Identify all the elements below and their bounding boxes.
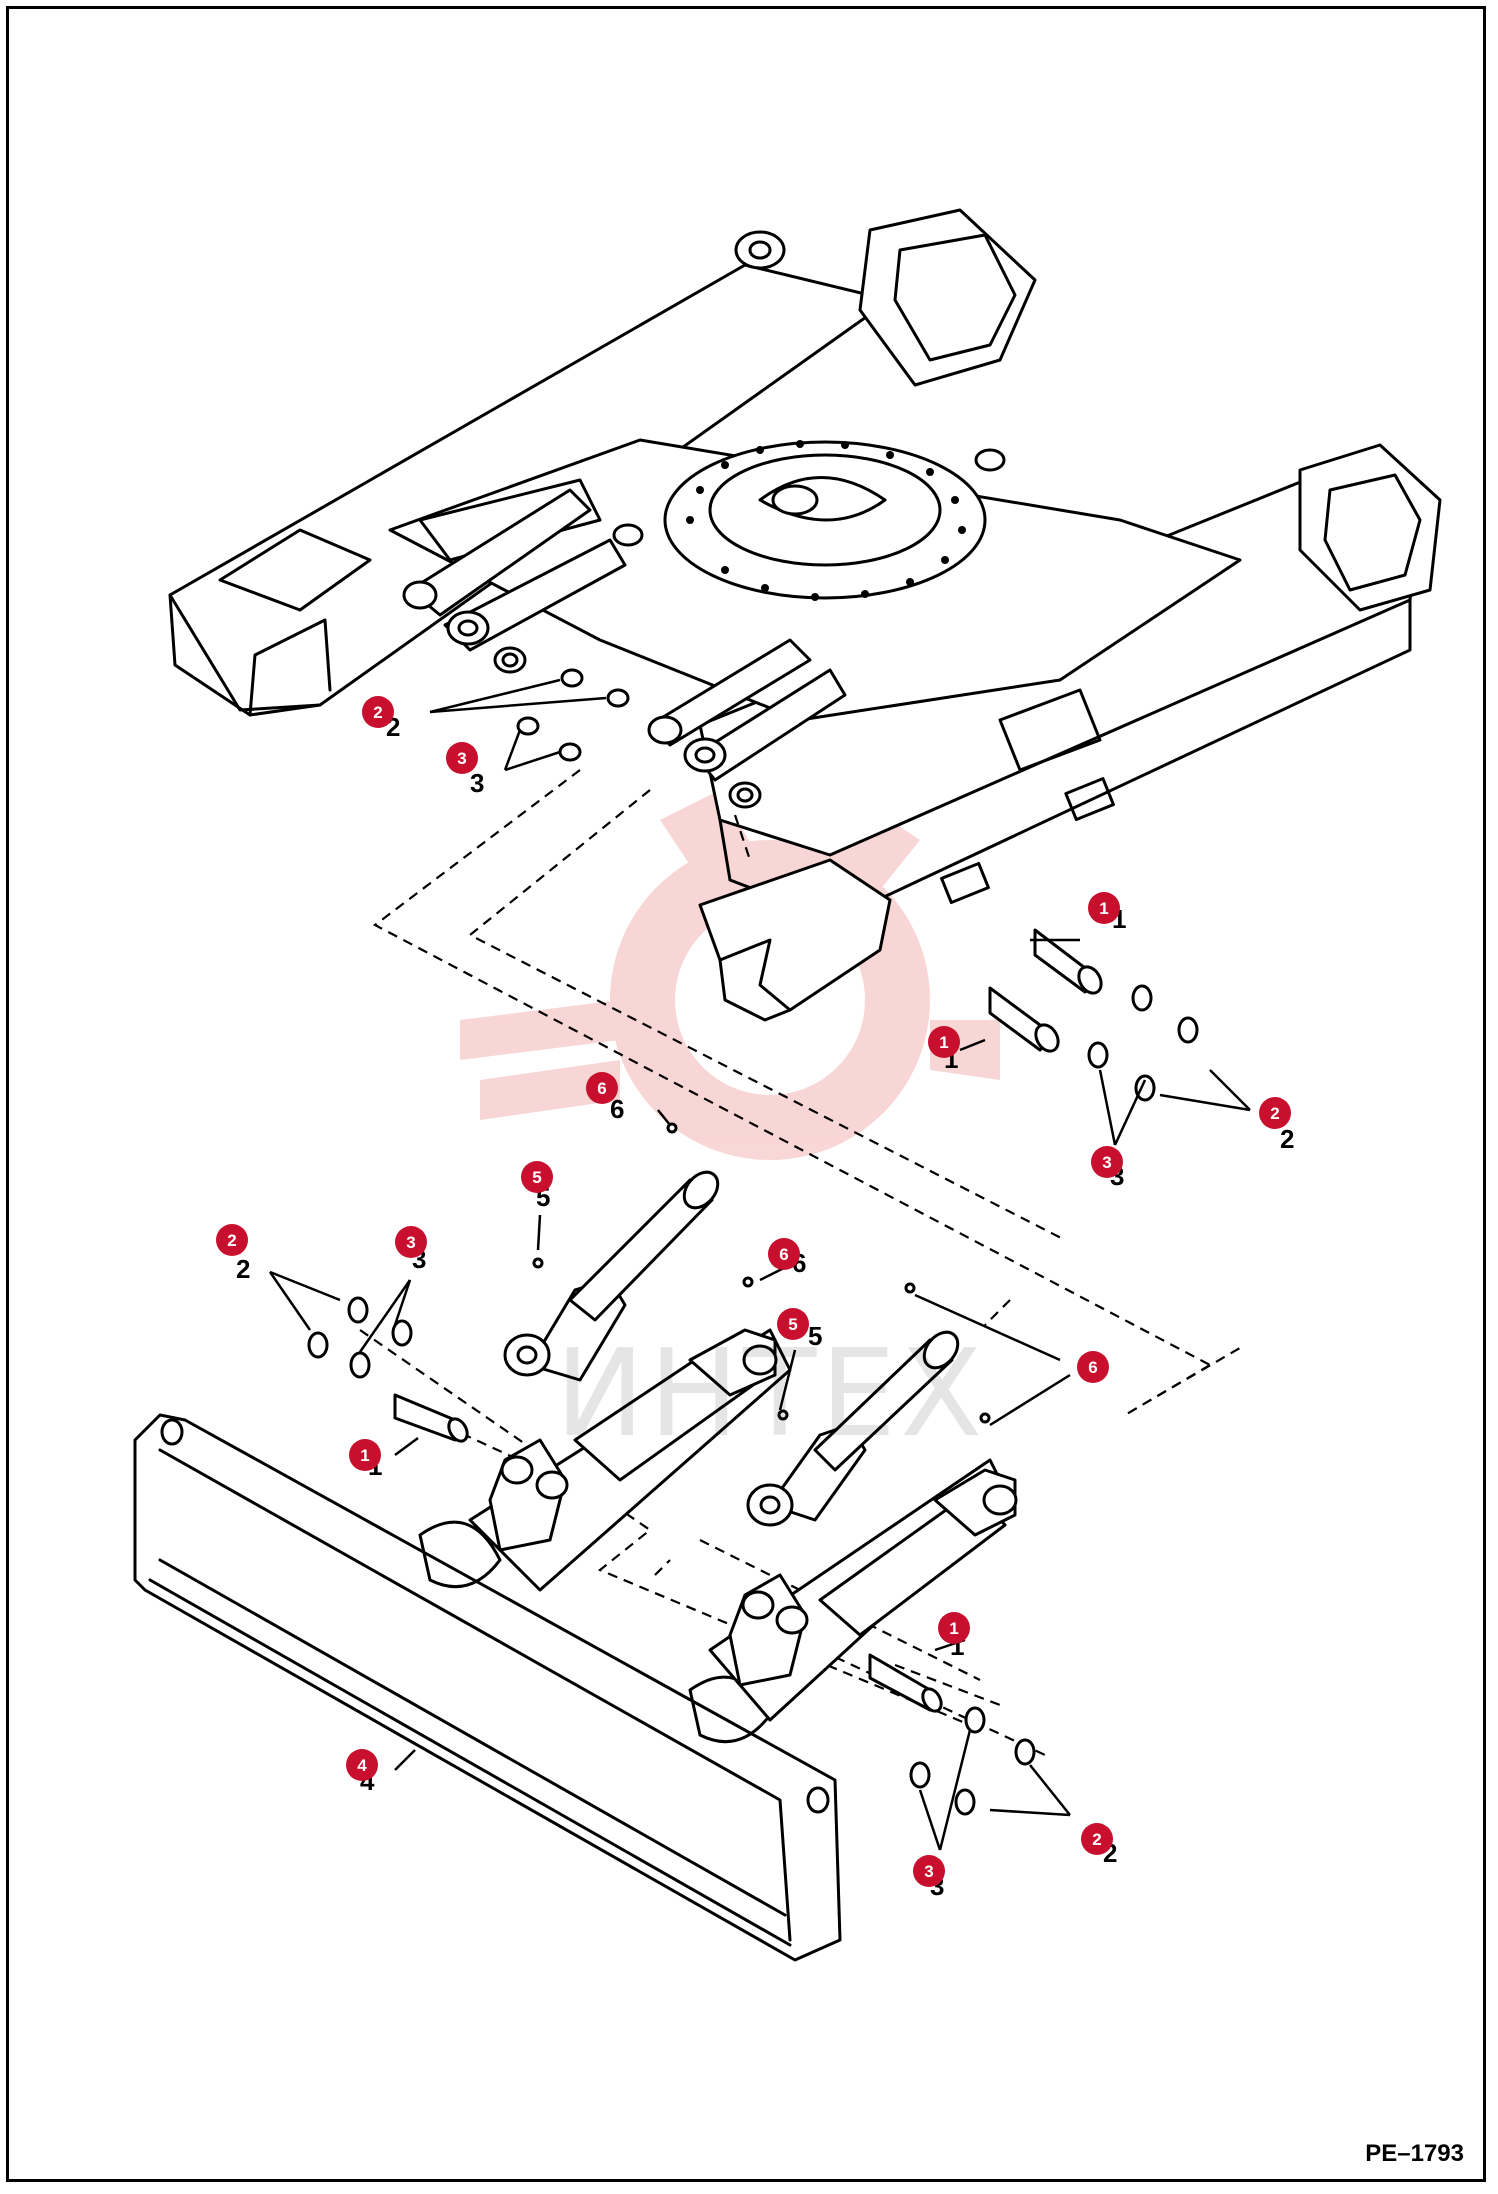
callout-3-lower-left[interactable]: 3 xyxy=(395,1226,427,1258)
svg-text:2: 2 xyxy=(1280,1124,1294,1154)
svg-text:2: 2 xyxy=(1270,1104,1279,1123)
svg-text:2: 2 xyxy=(227,1231,236,1250)
lower-left-pins xyxy=(307,1296,469,1443)
lower-right-pins xyxy=(868,1653,1036,1816)
svg-text:3: 3 xyxy=(924,1862,933,1881)
svg-text:3: 3 xyxy=(457,749,466,768)
leader-lines xyxy=(268,678,1251,1851)
callout-3-lower-right[interactable]: 3 xyxy=(913,1855,945,1887)
svg-text:1: 1 xyxy=(939,1033,948,1052)
svg-text:3: 3 xyxy=(406,1233,415,1252)
svg-text:3: 3 xyxy=(470,768,484,798)
svg-text:5: 5 xyxy=(808,1321,822,1351)
callout-6-center[interactable]: 6 xyxy=(768,1238,800,1270)
blade-cylinder-right xyxy=(746,1330,1018,1637)
svg-text:1: 1 xyxy=(949,1619,958,1638)
callout-6-right-cylinder[interactable]: 6 xyxy=(1077,1351,1109,1383)
watermark-logo xyxy=(460,790,1000,1160)
callout-2-lower-left[interactable]: 2 xyxy=(216,1224,248,1256)
svg-text:6: 6 xyxy=(597,1079,606,1098)
svg-text:5: 5 xyxy=(788,1315,797,1334)
ring-bolt-holes xyxy=(686,440,966,601)
callout-4-blade[interactable]: 4 xyxy=(346,1749,378,1781)
callout-1-lower-right[interactable]: 1 xyxy=(938,1612,970,1644)
svg-text:6: 6 xyxy=(610,1094,624,1124)
svg-text:5: 5 xyxy=(532,1168,541,1187)
callout-5-right-cylinder[interactable]: 5 xyxy=(777,1308,809,1340)
upper-left-washers xyxy=(516,668,630,762)
drawing-code: PE–1793 xyxy=(1365,2140,1464,2167)
svg-text:2: 2 xyxy=(373,703,382,722)
callout-3-upper-left[interactable]: 3 xyxy=(446,742,478,774)
svg-text:6: 6 xyxy=(779,1245,788,1264)
grease-fittings xyxy=(532,1122,991,1424)
callout-2-lower-right[interactable]: 2 xyxy=(1081,1823,1113,1855)
diagram-border xyxy=(6,6,1486,2182)
callout-3-upper-right[interactable]: 3 xyxy=(1091,1146,1123,1178)
callout-1-lower-left[interactable]: 1 xyxy=(349,1439,381,1471)
upper-right-pins xyxy=(988,928,1199,1102)
svg-text:3: 3 xyxy=(1102,1153,1111,1172)
svg-text:1: 1 xyxy=(1099,899,1108,918)
svg-text:6: 6 xyxy=(1088,1358,1097,1377)
callout-2-upper-right[interactable]: 2 xyxy=(1259,1097,1291,1129)
blade-cylinder-left xyxy=(503,1170,778,1482)
callout-5-left-cylinder[interactable]: 5 xyxy=(521,1161,553,1193)
svg-text:2: 2 xyxy=(1092,1830,1101,1849)
svg-text:4: 4 xyxy=(357,1756,367,1775)
callout-1-upper-right-b[interactable]: 1 xyxy=(928,1026,960,1058)
callout-6-left-cylinder[interactable]: 6 xyxy=(586,1072,618,1104)
svg-text:2: 2 xyxy=(236,1254,250,1284)
callout-2-upper-left[interactable]: 2 xyxy=(362,696,394,728)
callout-1-upper-right-a[interactable]: 1 xyxy=(1088,892,1120,924)
watermark-text: ИНТЕХ xyxy=(555,1325,987,1464)
svg-text:1: 1 xyxy=(360,1446,369,1465)
undercarriage-frame xyxy=(168,208,1442,1022)
